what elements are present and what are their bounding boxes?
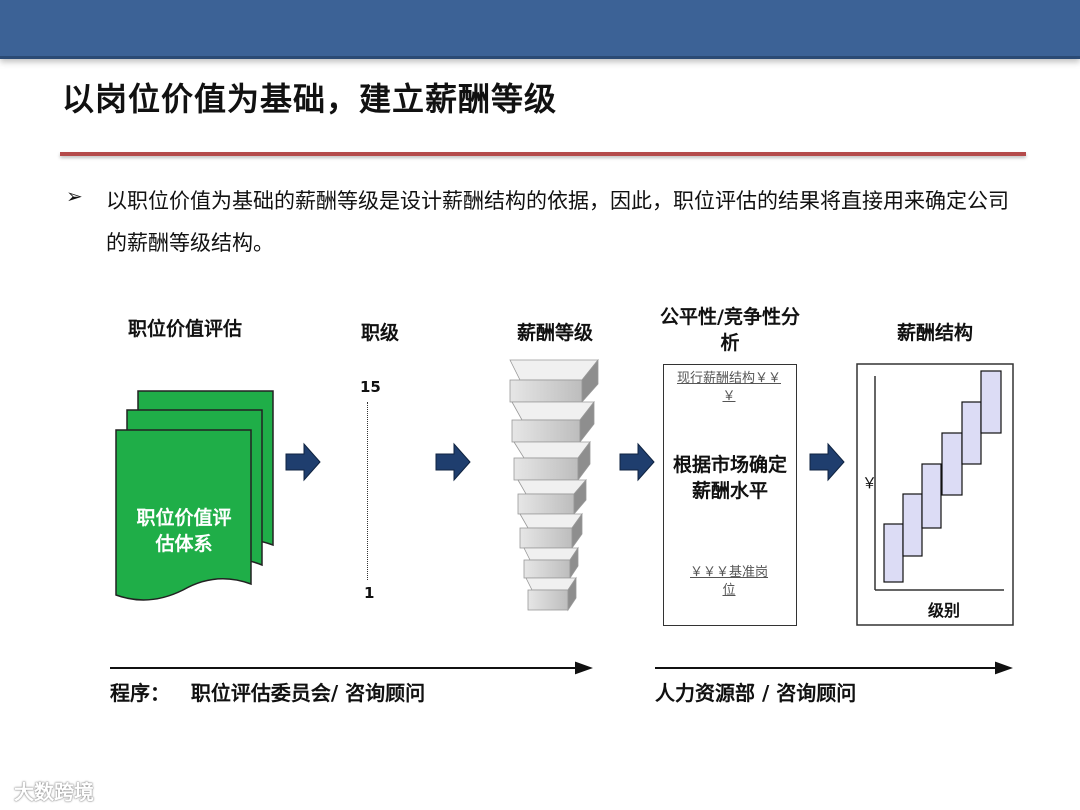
- analysis-box: [663, 364, 797, 626]
- flow-arrow-icon: [619, 442, 655, 482]
- grades-label: 职级: [360, 322, 399, 344]
- flow-arrow-icon: [435, 442, 471, 482]
- title-divider: [60, 152, 1026, 156]
- grade-top-number: 15: [360, 378, 381, 396]
- header-bar: [0, 0, 1080, 59]
- process-left-text: 程序： 职位评估委员会/ 咨询顾问: [110, 681, 426, 705]
- flow-arrow-icon: [809, 442, 845, 482]
- slide-title: 以岗位价值为基础，建立薪酬等级: [62, 80, 558, 118]
- watermark: 大数跨境: [14, 780, 94, 804]
- pay-range-bar: [883, 523, 904, 583]
- pay-range-bar: [961, 401, 982, 465]
- flow-arrow-icon: [285, 442, 321, 482]
- pay-range-bar: [921, 463, 942, 529]
- process-arrowhead-icon: [575, 661, 593, 675]
- document-stack-icon: [115, 390, 274, 601]
- process-arrowhead-icon: [995, 661, 1013, 675]
- analysis-label: 公平性/竞争性分析: [660, 306, 800, 354]
- market-level-text: 根据市场确定薪酬水平: [672, 454, 787, 502]
- pay-grade-tower-icon: [509, 358, 599, 612]
- evaluation-label: 职位价值评估: [127, 318, 242, 340]
- grade-dotted-line: [367, 402, 368, 580]
- benchmark-text: ￥￥￥基准岗位: [690, 565, 769, 598]
- process-right-text: 人力资源部 / 咨询顾问: [655, 681, 857, 705]
- y-axis-label: ￥: [862, 474, 878, 492]
- structure-label: 薪酬结构: [896, 322, 973, 344]
- current-structure-text: 现行薪酬结构￥￥￥: [676, 371, 781, 404]
- salary-structure-chart: [856, 363, 1014, 626]
- x-axis-label: 级别: [927, 601, 960, 620]
- pay-range-bar: [980, 370, 1002, 434]
- pay-range-bar: [902, 493, 923, 557]
- pay-range-bar: [941, 432, 963, 496]
- bullet-text: 以职位价值为基础的薪酬等级是设计薪酬结构的依据，因此，职位评估的结果将直接用来确…: [106, 189, 1009, 255]
- pay-levels-label: 薪酬等级: [516, 322, 593, 344]
- bullet-arrow-icon: ➢: [66, 184, 83, 208]
- grade-bottom-number: 1: [364, 584, 375, 602]
- doc-label: 职位价值评估体系: [136, 507, 232, 555]
